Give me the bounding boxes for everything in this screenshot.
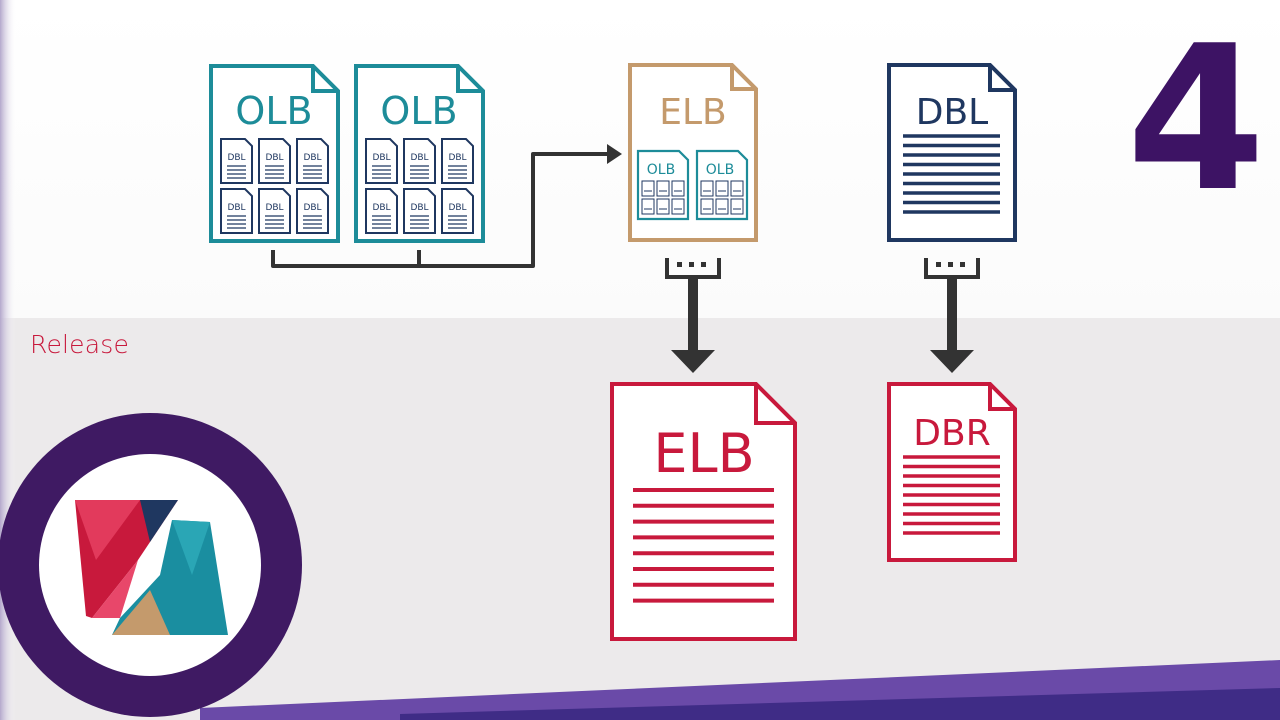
compile-arrow-icon xyxy=(665,258,721,373)
document-icon xyxy=(610,382,797,641)
mini-dbl-label: DBL xyxy=(410,203,428,213)
elb-source-label: ELB xyxy=(659,92,727,133)
mini-dbl-document: DBL xyxy=(365,138,398,184)
mini-dbl-label: DBL xyxy=(372,203,390,213)
mini-dbl-label: DBL xyxy=(265,153,283,163)
mini-dbl-document: DBL xyxy=(296,188,329,234)
olb-to-elb-connector xyxy=(271,152,608,268)
mini-dbl-document: DBL xyxy=(296,138,329,184)
dbr-release-file: DBR xyxy=(887,382,1017,562)
bottom-purple-band-dark xyxy=(400,688,1280,720)
elb-release-file: ELB xyxy=(610,382,797,641)
olb-1-label: OLB xyxy=(235,89,312,133)
mini-dbl-label: DBL xyxy=(265,203,283,213)
mini-dbl-label: DBL xyxy=(303,153,321,163)
olb-file-2: OLB DBL DBL DBL DBL DBL DBL xyxy=(354,64,485,243)
mini-dbl-label: DBL xyxy=(372,153,390,163)
dbl-source-file: DBL xyxy=(887,63,1017,242)
mini-olb-label: OLB xyxy=(706,162,734,178)
dbl-source-label: DBL xyxy=(916,92,988,133)
connector-arrow-icon xyxy=(607,144,622,164)
mini-dbl-label: DBL xyxy=(448,203,466,213)
mini-dbl-label: DBL xyxy=(227,203,245,213)
mini-dbl-label: DBL xyxy=(303,203,321,213)
compile-arrow-icon xyxy=(924,258,980,373)
mini-olb-document: OLB xyxy=(695,149,749,221)
document-icon xyxy=(887,382,1017,562)
mini-dbl-document: DBL xyxy=(220,188,253,234)
mini-dbl-document: DBL xyxy=(441,188,474,234)
dbr-release-label: DBR xyxy=(913,413,990,454)
mini-dbl-label: DBL xyxy=(227,153,245,163)
mini-dbl-label: DBL xyxy=(448,153,466,163)
olb-2-label: OLB xyxy=(380,89,457,133)
mini-dbl-document: DBL xyxy=(220,138,253,184)
mini-dbl-document: DBL xyxy=(258,138,291,184)
mini-dbl-label: DBL xyxy=(410,153,428,163)
brand-logo-icon xyxy=(0,413,302,717)
elb-source-file: ELB OLB OLB xyxy=(628,63,758,242)
section-label-release: Release xyxy=(30,330,130,359)
mini-olb-document: OLB xyxy=(636,149,690,221)
mini-dbl-document: DBL xyxy=(403,188,436,234)
step-number: 4 xyxy=(1126,3,1266,236)
document-icon xyxy=(887,63,1017,242)
elb-release-label: ELB xyxy=(653,422,754,485)
mini-dbl-document: DBL xyxy=(258,188,291,234)
mini-dbl-document: DBL xyxy=(441,138,474,184)
mini-olb-label: OLB xyxy=(647,162,675,178)
olb-file-1: OLB DBL DBL DBL DBL DBL DBL xyxy=(209,64,340,243)
mini-dbl-document: DBL xyxy=(365,188,398,234)
mini-dbl-document: DBL xyxy=(403,138,436,184)
